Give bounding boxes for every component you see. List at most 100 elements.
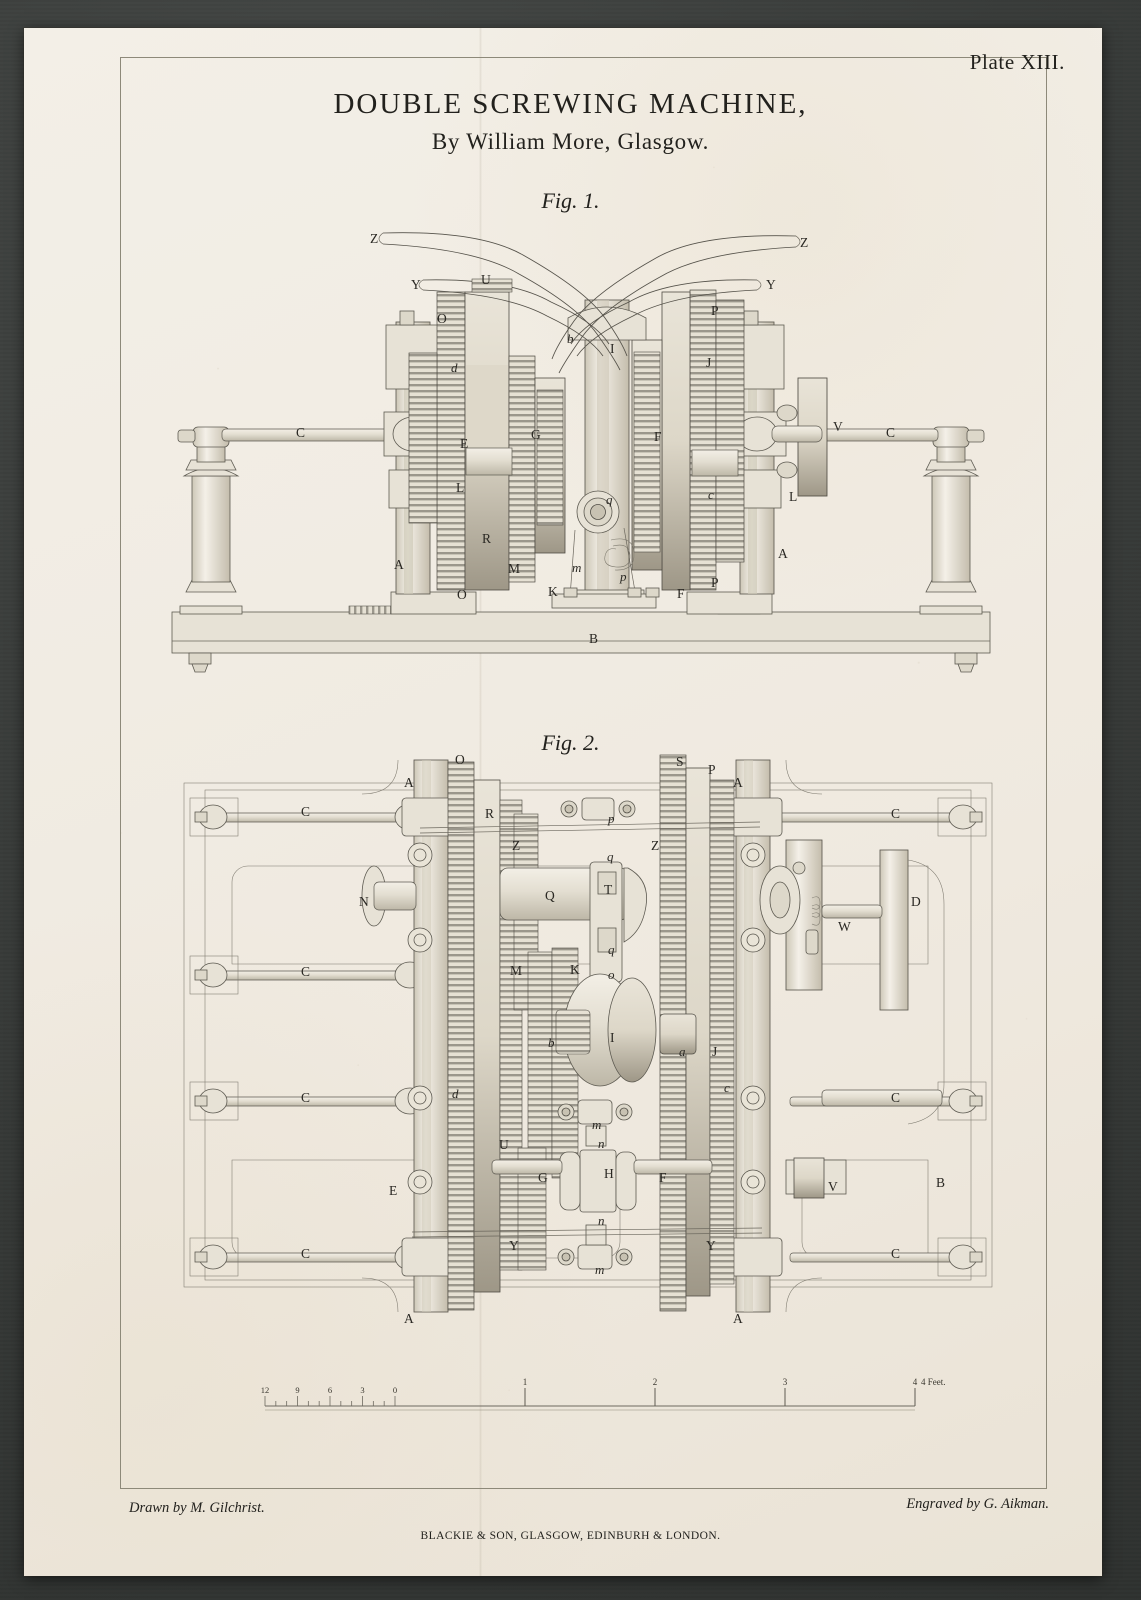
fig2-key-m-gear2: M <box>510 963 523 978</box>
fig2-key-z-r: Z <box>651 838 660 853</box>
figure-2-label: Fig. 2. <box>541 730 600 755</box>
fig2-key-c-l4: C <box>301 1246 311 1261</box>
scale-inch-label: 12 <box>261 1385 270 1395</box>
fig1-right-gear-train <box>631 289 745 591</box>
fig1-right-column <box>919 426 985 615</box>
plate-number: Plate XIII. <box>969 50 1065 74</box>
fig2-key-m3: m <box>595 1262 605 1277</box>
fig1-key-m: m <box>572 560 582 575</box>
fig1-key-y-right: Y <box>766 277 776 292</box>
fig2-key-a-tr: A <box>733 775 743 790</box>
fig1-key-y-left: Y <box>411 277 421 292</box>
fig2-key-c-ital2: c <box>724 1080 730 1095</box>
fig2-key-c-l1: C <box>301 804 311 819</box>
fig2-key-j2: J <box>712 1044 718 1059</box>
fig2-key-m2: m <box>592 1117 602 1132</box>
fig2-key-b-right: B <box>936 1175 946 1190</box>
fig1-key-c-shaft-right: C <box>886 425 896 440</box>
fig2-key-f2: F <box>659 1170 667 1185</box>
scale-foot-label: 3 <box>783 1377 788 1387</box>
fig2-corner-fillets <box>361 759 823 1313</box>
fig2-key-v2: V <box>828 1179 838 1194</box>
fig2-key-a-tl: A <box>404 775 414 790</box>
fig2-standards <box>401 759 783 1313</box>
fig2-key-t2: T <box>604 882 613 897</box>
fig1-key-k: K <box>548 584 558 599</box>
fig1-key-b: b <box>567 331 574 346</box>
fig2-key-y-r2: Y <box>706 1238 716 1253</box>
fig2-key-d-ital2: d <box>452 1086 459 1101</box>
fig1-key-e: E <box>460 436 469 451</box>
fig2-key-c-r4: C <box>891 1246 901 1261</box>
fig1-key-v: V <box>833 419 843 434</box>
fig2-key-u2: U <box>499 1137 509 1152</box>
fig1-key-f-mid: F <box>654 429 662 444</box>
plate-paper <box>24 28 1102 1576</box>
fig1-key-a-left: A <box>394 557 404 572</box>
fig2-key-z-l: Z <box>512 838 521 853</box>
fig1-key-a-right: A <box>778 546 788 561</box>
page-subtitle: By William More, Glasgow. <box>431 129 710 154</box>
fig1-key-b-bed: B <box>589 631 599 646</box>
fig2-key-p2: P <box>708 762 716 777</box>
fig1-key-g: G <box>531 427 541 442</box>
draughtsman-credit: Drawn by M. Gilchrist. <box>129 1500 265 1516</box>
scale-foot-label: 4 <box>913 1377 918 1387</box>
fig2-key-q-low: q <box>608 942 615 957</box>
fig1-key-i: I <box>610 341 615 356</box>
fig1-flywheel-v <box>771 377 828 497</box>
fig2-key-y-l2: Y <box>509 1238 519 1253</box>
fig2-key-i2: I <box>610 1030 615 1045</box>
fig1-left-gear-train <box>408 291 566 591</box>
fig1-key-p-bot: P <box>711 575 719 590</box>
fig1-key-j: J <box>706 355 712 370</box>
fig2-key-k2: K <box>570 962 580 977</box>
fig2-key-n2: N <box>359 894 369 909</box>
figure-1-label: Fig. 1. <box>541 188 600 213</box>
fig2-tie-rods <box>411 821 763 1238</box>
scale-foot-label: 2 <box>653 1377 658 1387</box>
fig1-key-r: R <box>482 531 492 546</box>
fig2-key-q-shaft: Q <box>545 888 555 903</box>
fig2-key-c-l3: C <box>301 1090 311 1105</box>
fig2-key-q2: q <box>607 849 614 864</box>
fig2-key-c-r3: C <box>891 1090 901 1105</box>
fig1-key-z-left: Z <box>370 231 379 246</box>
fig1-key-f-bot: F <box>677 586 685 601</box>
fig2-key-n-up: n <box>598 1136 605 1151</box>
fig1-key-u: U <box>481 272 491 287</box>
publisher-imprint: BLACKIE & SON, GLASGOW, EDINBURH & LONDO… <box>420 1530 721 1542</box>
fig2-key-s2: S <box>676 754 684 769</box>
fig1-left-column <box>177 426 243 615</box>
fig1-key-o-top: O <box>437 311 447 326</box>
fig1-key-l-right: L <box>789 489 798 504</box>
fig1-key-q: q <box>606 492 613 507</box>
fig1-lever-arms <box>378 232 801 374</box>
fig2-key-b2: b <box>548 1035 555 1050</box>
page-title: DOUBLE SCREWING MACHINE, <box>333 88 808 120</box>
fig1-bedplate <box>171 591 991 673</box>
scale-inch-label: 6 <box>328 1385 332 1395</box>
fig1-key-p-top: P <box>711 303 719 318</box>
fig2-key-h2: H <box>604 1166 614 1181</box>
fig2-key-r2: R <box>485 806 495 821</box>
fig2-key-a-ital: a <box>679 1044 686 1059</box>
fig1-key-o-bot: O <box>457 587 467 602</box>
engraving-border-rule <box>120 57 1047 1489</box>
fig2-key-c-l2: C <box>301 964 311 979</box>
fig1-key-z-right: Z <box>800 235 809 250</box>
fig1-key-p-ital: p <box>620 569 627 584</box>
fig2-key-p-small: p <box>608 811 615 826</box>
fig1-key-c-ital: c <box>708 487 714 502</box>
fig2-key-a-br: A <box>733 1311 743 1326</box>
fig2-bed-outline <box>183 782 993 1288</box>
fig1-key-c-shaft-left: C <box>296 425 306 440</box>
scale-foot-label: 1 <box>523 1377 528 1387</box>
scale-unit-label: 4 Feet. <box>921 1377 946 1387</box>
scale-inch-label: 9 <box>295 1385 299 1395</box>
fig1-centre-pillar <box>551 299 660 609</box>
fig1-key-m-gear: M <box>508 561 521 576</box>
fig2-central-spindle <box>491 797 713 1270</box>
